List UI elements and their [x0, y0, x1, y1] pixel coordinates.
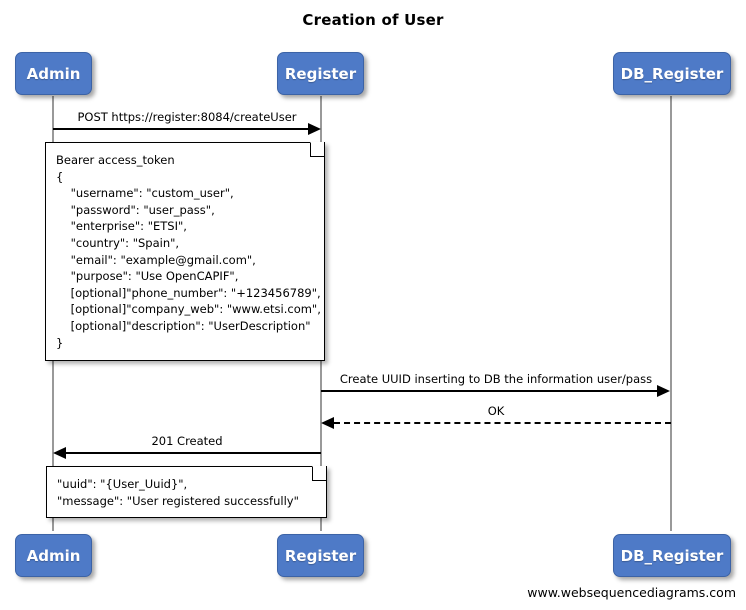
- participant-label: Admin: [26, 546, 81, 565]
- note-request-payload: Bearer access_token { "username": "custo…: [45, 142, 325, 361]
- arrow-head-right-icon: [657, 385, 670, 397]
- note-response-payload: "uuid": "{User_Uuid}", "message": "User …: [46, 466, 327, 518]
- diagram-title: Creation of User: [302, 11, 444, 29]
- participant-db-register-top[interactable]: DB_Register: [613, 52, 731, 95]
- participant-register-top[interactable]: Register: [277, 52, 364, 95]
- note-fold-corner-icon: [312, 466, 326, 481]
- arrow-head-left-icon: [321, 417, 334, 429]
- participant-label: Register: [284, 546, 357, 565]
- participant-register-bottom[interactable]: Register: [277, 534, 364, 577]
- note-response-payload-text: "uuid": "{User_Uuid}", "message": "User …: [57, 477, 299, 508]
- message-line-201-created: [66, 452, 321, 454]
- note-fold-corner-icon: [310, 142, 324, 157]
- participant-admin-top[interactable]: Admin: [15, 52, 92, 95]
- arrow-head-right-icon: [308, 123, 321, 135]
- participant-admin-bottom[interactable]: Admin: [15, 534, 92, 577]
- message-label-post-create-user: POST https://register:8084/createUser: [77, 110, 297, 124]
- lifeline-db-register: [670, 96, 672, 531]
- participant-label: Register: [284, 64, 357, 83]
- message-line-ok: [334, 422, 671, 424]
- message-line-post-create-user: [53, 128, 309, 130]
- participant-label: DB_Register: [620, 546, 724, 565]
- message-line-create-uuid: [321, 390, 658, 392]
- message-label-201-created: 201 Created: [151, 434, 223, 448]
- participant-label: Admin: [26, 64, 81, 83]
- participant-db-register-bottom[interactable]: DB_Register: [613, 534, 731, 577]
- footer-credit: www.websequencediagrams.com: [527, 585, 736, 600]
- arrow-head-left-icon: [53, 447, 66, 459]
- message-label-create-uuid: Create UUID inserting to DB the informat…: [339, 372, 653, 386]
- participant-label: DB_Register: [620, 64, 724, 83]
- note-request-payload-text: Bearer access_token { "username": "custo…: [56, 153, 321, 350]
- message-label-ok: OK: [487, 404, 505, 418]
